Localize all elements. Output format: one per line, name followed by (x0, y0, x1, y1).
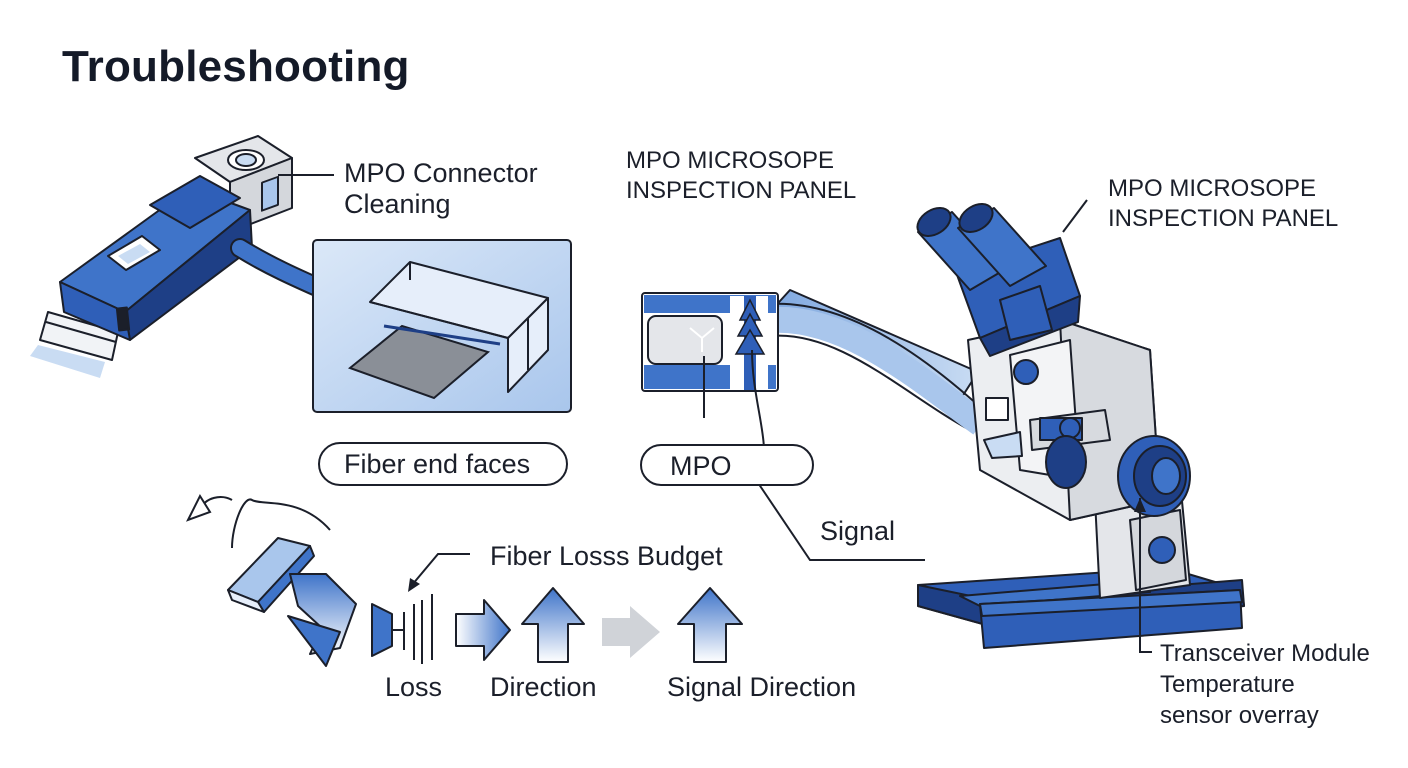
grey-arrow-icon (602, 606, 660, 658)
label-inspection-panel-center: MPO MICROSOPE INSPECTION PANEL (626, 147, 857, 204)
label-mpo: MPO (640, 444, 814, 486)
label-fiber-loss-budget: Fiber Losss Budget (490, 541, 723, 571)
label-inspection-panel-right: MPO MICROSOPE INSPECTION PANEL (1108, 175, 1339, 232)
prism-icon (227, 537, 315, 613)
mpo-inspection-view (641, 289, 993, 435)
loss-budget-leader (408, 553, 470, 592)
angled-arrow-icon (287, 573, 357, 667)
mpo-cleaner-device (30, 135, 293, 378)
fiber-end-face-panel (312, 239, 572, 413)
rotate-arrow-icon (185, 493, 331, 549)
microscope (916, 203, 1245, 649)
microscope-leaders (1062, 199, 1152, 653)
page-title: Troubleshooting (62, 42, 410, 91)
label-transceiver-module: Transceiver Module Temperature sensor ov… (1160, 640, 1370, 729)
label-connector-cleaning: MPO Connector Cleaning (344, 158, 538, 219)
label-signal: Signal (820, 516, 896, 546)
label-direction: Direction (490, 672, 597, 702)
label-loss: Loss (385, 672, 443, 702)
up-arrow-icon (521, 587, 585, 663)
label-fiber-end-faces: Fiber end faces (318, 442, 568, 486)
loss-attenuator-icon (371, 594, 433, 664)
right-arrow-icon (455, 599, 511, 661)
signal-direction-arrow-icon (677, 587, 743, 663)
label-signal-direction: Signal Direction (667, 672, 857, 702)
